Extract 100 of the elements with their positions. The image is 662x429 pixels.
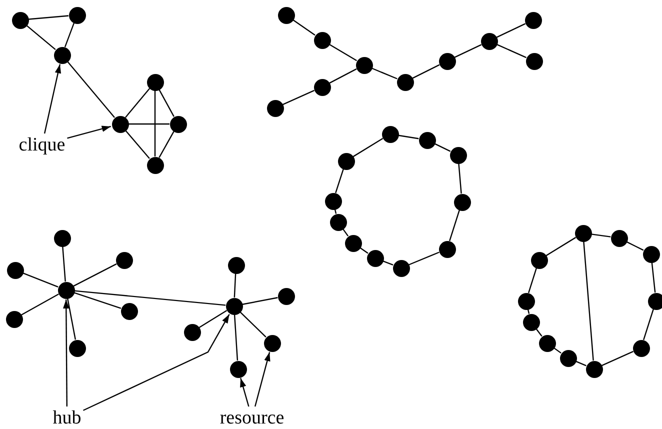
node-dot (530, 252, 548, 268)
graph-edge (26, 24, 56, 50)
node-dot (642, 246, 660, 262)
node-dot (324, 192, 342, 210)
graph-edge (329, 68, 357, 84)
graph-edge (651, 262, 656, 293)
node-dot (120, 302, 138, 320)
graph-edge (372, 68, 398, 80)
graph-edge (125, 130, 150, 159)
node-dot (314, 78, 330, 96)
node-dot (518, 292, 534, 310)
node-dot (226, 298, 242, 314)
node-dot (382, 126, 398, 142)
node-dot (12, 12, 28, 28)
graph-edge (128, 123, 170, 125)
node-dot (184, 324, 200, 340)
graph-edge (292, 19, 316, 36)
graph-edge (536, 328, 542, 337)
node-dot (68, 6, 86, 24)
node-dot (266, 100, 284, 116)
node-dot (526, 52, 542, 70)
node-dot (450, 146, 466, 164)
node-dot (58, 282, 74, 298)
graph-edge (576, 360, 586, 366)
arrow (44, 64, 62, 134)
node-dot (454, 194, 470, 210)
node-dot (586, 360, 602, 378)
arrow (83, 314, 230, 411)
graph-edge (234, 273, 236, 298)
graph-edge (528, 268, 537, 294)
graph-edge (449, 210, 460, 242)
node-dot (112, 116, 128, 132)
graph-edge (74, 292, 122, 309)
graph-edge (124, 88, 150, 118)
graph-edge (158, 131, 174, 158)
node-dot (6, 262, 24, 278)
graph-edge (22, 272, 58, 288)
arrow (63, 300, 70, 406)
node-dot (438, 52, 456, 70)
graph-edge (62, 246, 66, 282)
graph-edge (643, 308, 654, 340)
graph-edge (329, 44, 357, 62)
graph-edge (64, 22, 75, 48)
node-dot (648, 292, 662, 310)
graph-edge (74, 290, 226, 306)
graph-edge (21, 294, 59, 316)
annotation-label: resource (220, 408, 284, 428)
graph-edge (198, 310, 228, 328)
node-dot (524, 12, 542, 28)
graph-edge (412, 64, 440, 79)
node-dot (170, 116, 186, 132)
graph-edge (434, 143, 451, 152)
node-dot (560, 350, 576, 366)
node-dot (366, 250, 384, 266)
arrow (67, 126, 111, 139)
graph-edge (67, 61, 115, 118)
node-dot (314, 32, 330, 48)
node-dot (480, 32, 498, 50)
graph-edge (454, 44, 482, 58)
node-dot (574, 224, 592, 242)
graph-edge (554, 347, 562, 354)
node-dot (54, 46, 70, 64)
node-dot (6, 310, 22, 328)
graph-edge (602, 350, 634, 366)
node-dot (278, 288, 294, 304)
node-dot (278, 6, 294, 24)
node-dot (538, 334, 556, 352)
graph-edge (240, 312, 266, 338)
graph-edge (342, 228, 349, 236)
node-dot (522, 314, 540, 330)
graph-edge (546, 236, 576, 256)
node-dot (344, 234, 362, 252)
node-dot (264, 334, 280, 352)
node-dot (228, 256, 244, 274)
node-dot (54, 230, 70, 246)
graph-edge (234, 314, 238, 361)
graph-edge (583, 241, 594, 361)
node-dot (418, 132, 436, 148)
graph-edge (496, 44, 526, 58)
node-dot (610, 230, 628, 246)
node-dot (146, 74, 164, 90)
node-dot (392, 260, 410, 276)
graph-edge (458, 163, 462, 194)
graph-edge (282, 90, 314, 106)
graph-edge (496, 23, 526, 38)
node-dot (230, 360, 246, 378)
graph-edge (67, 298, 76, 340)
node-dot (338, 152, 354, 170)
node-dot (116, 252, 132, 268)
node-dot (146, 156, 164, 174)
node-dot (632, 340, 650, 356)
graph-edge (242, 297, 278, 305)
graph-edge (382, 260, 394, 266)
arrow (240, 378, 250, 407)
graph-edge (158, 89, 174, 117)
annotation-label: clique (18, 136, 66, 154)
graph-edge (73, 263, 117, 287)
node-dot (356, 56, 372, 74)
graph-edge (360, 247, 368, 254)
graph-edge (352, 138, 384, 158)
